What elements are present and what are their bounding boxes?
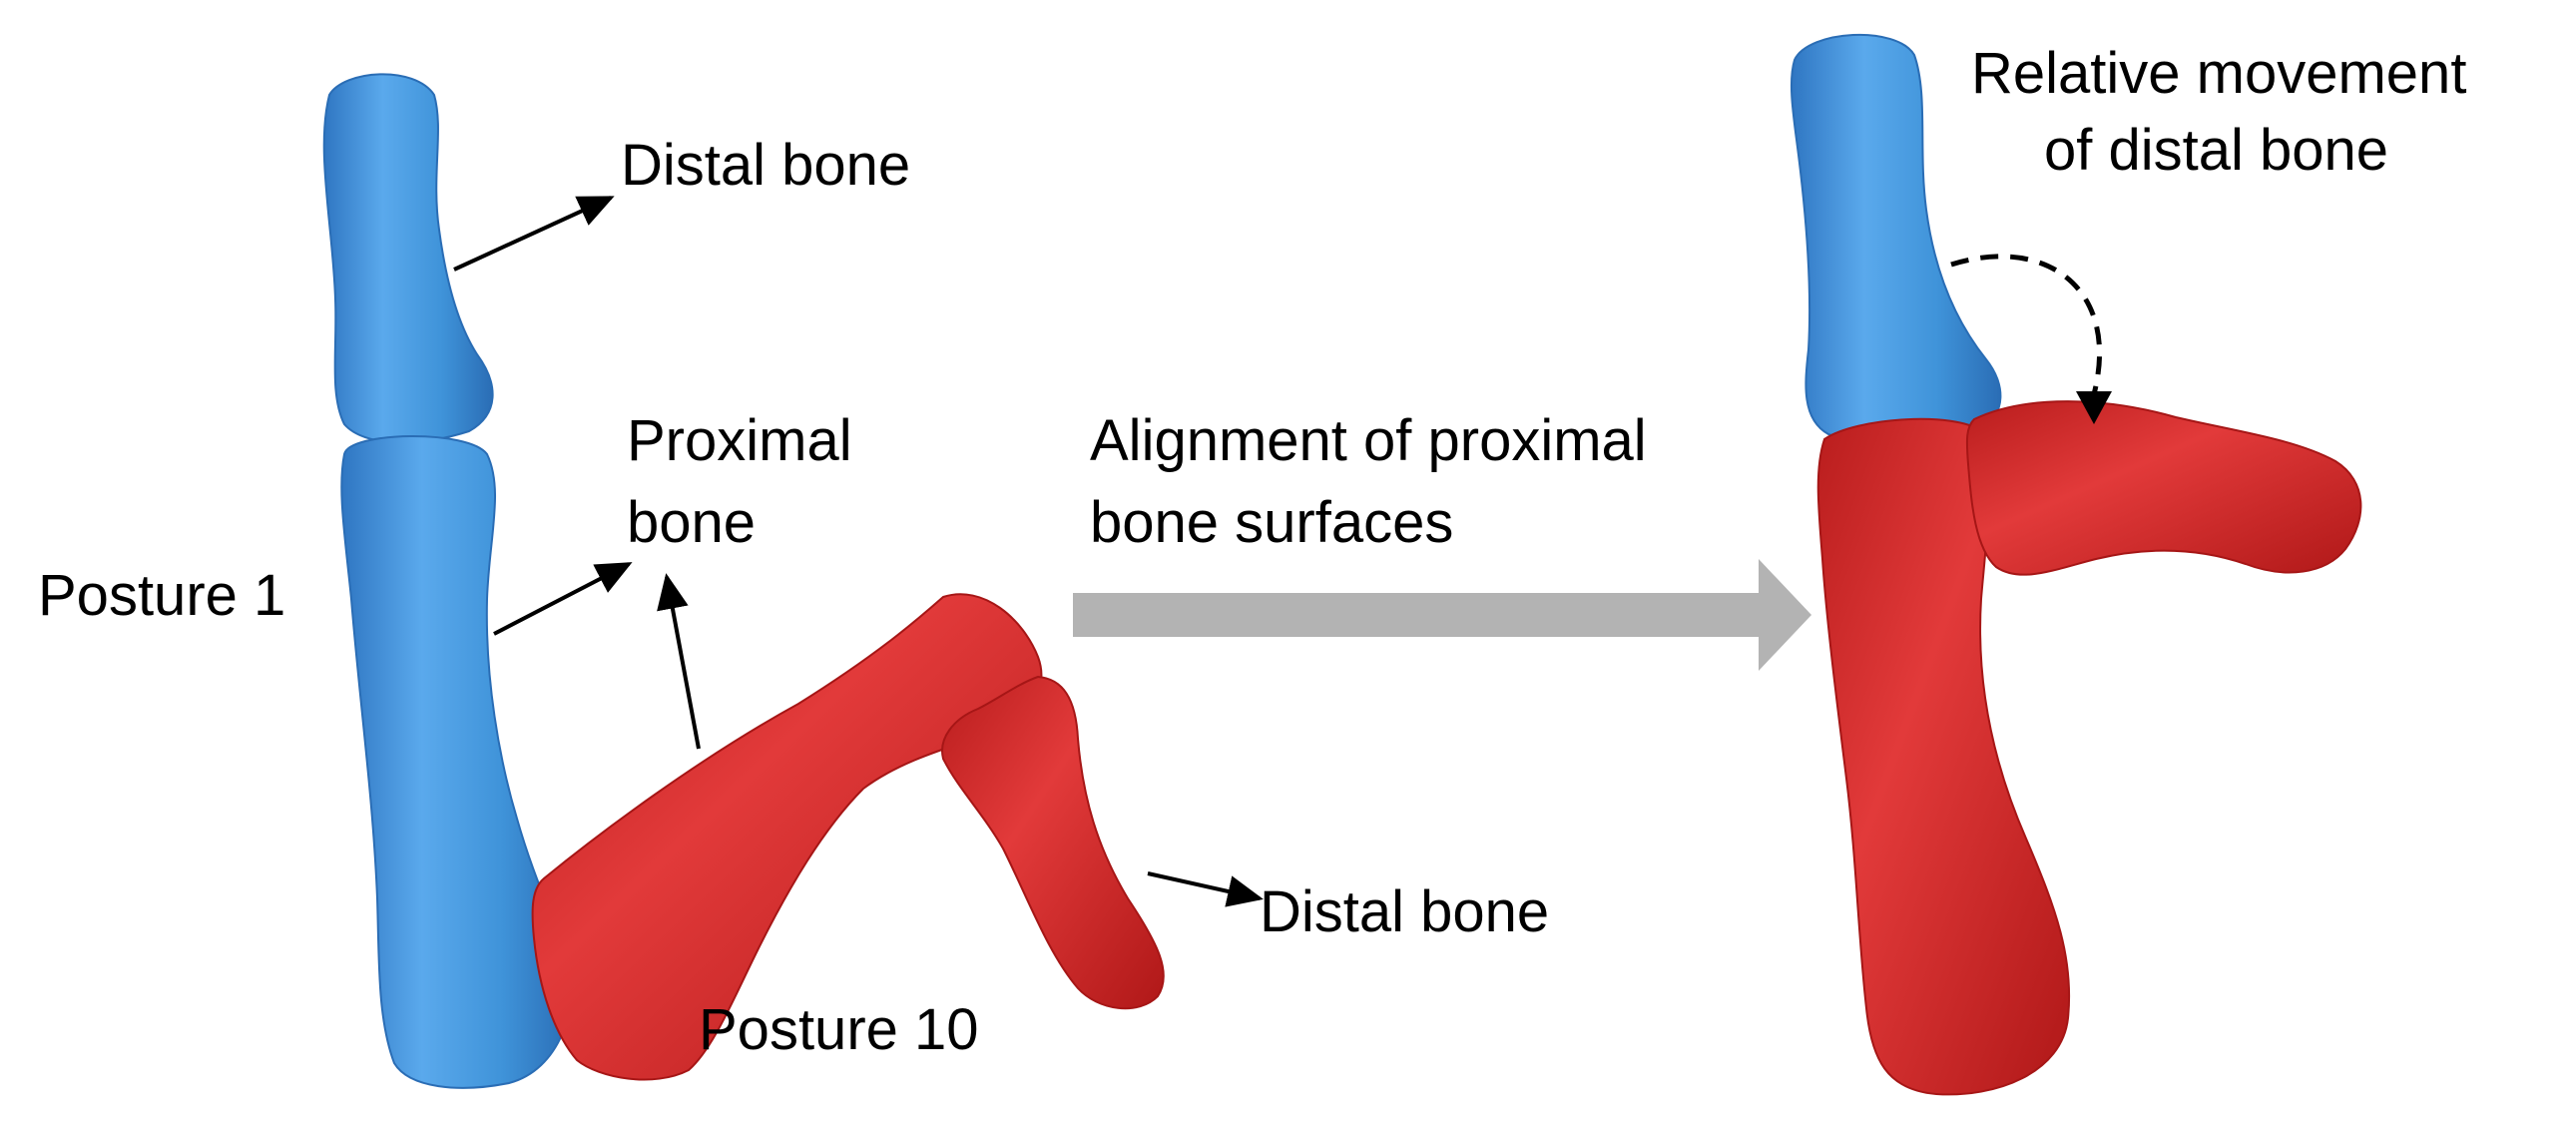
pointer-arrow-distal-bone-top (453, 196, 615, 272)
label-proximal-bone-line1: Proximal (627, 408, 852, 473)
label-proximal-bone-line2: bone (627, 490, 757, 555)
posture-10-distal-bone (941, 675, 1165, 1010)
pointer-arrow-proximal-bone (493, 562, 633, 636)
posture-10-proximal-bone (531, 593, 1043, 1081)
label-posture-1: Posture 1 (38, 563, 286, 628)
posture-1-distal-bone (322, 73, 494, 444)
label-distal-bone-top: Distal bone (621, 133, 911, 198)
posture-1-proximal-bone (340, 435, 573, 1089)
process-arrow (1073, 559, 1811, 671)
pointer-arrow-proximal-bone-red (657, 573, 701, 750)
label-alignment-line1: Alignment of proximal (1090, 408, 1647, 473)
label-distal-bone-bottom: Distal bone (1260, 879, 1550, 944)
label-relative-movement-line2: of distal bone (2044, 118, 2389, 183)
label-alignment-line2: bone surfaces (1090, 490, 1454, 555)
pointer-arrow-distal-bone-bottom (1147, 871, 1264, 907)
label-relative-movement-line1: Relative movement (1971, 41, 2467, 106)
relative-movement-arrow (1950, 254, 2112, 424)
label-posture-10: Posture 10 (699, 997, 979, 1062)
aligned-distal-bone-red (1965, 400, 2362, 576)
aligned-distal-bone-blue (1790, 33, 2002, 444)
